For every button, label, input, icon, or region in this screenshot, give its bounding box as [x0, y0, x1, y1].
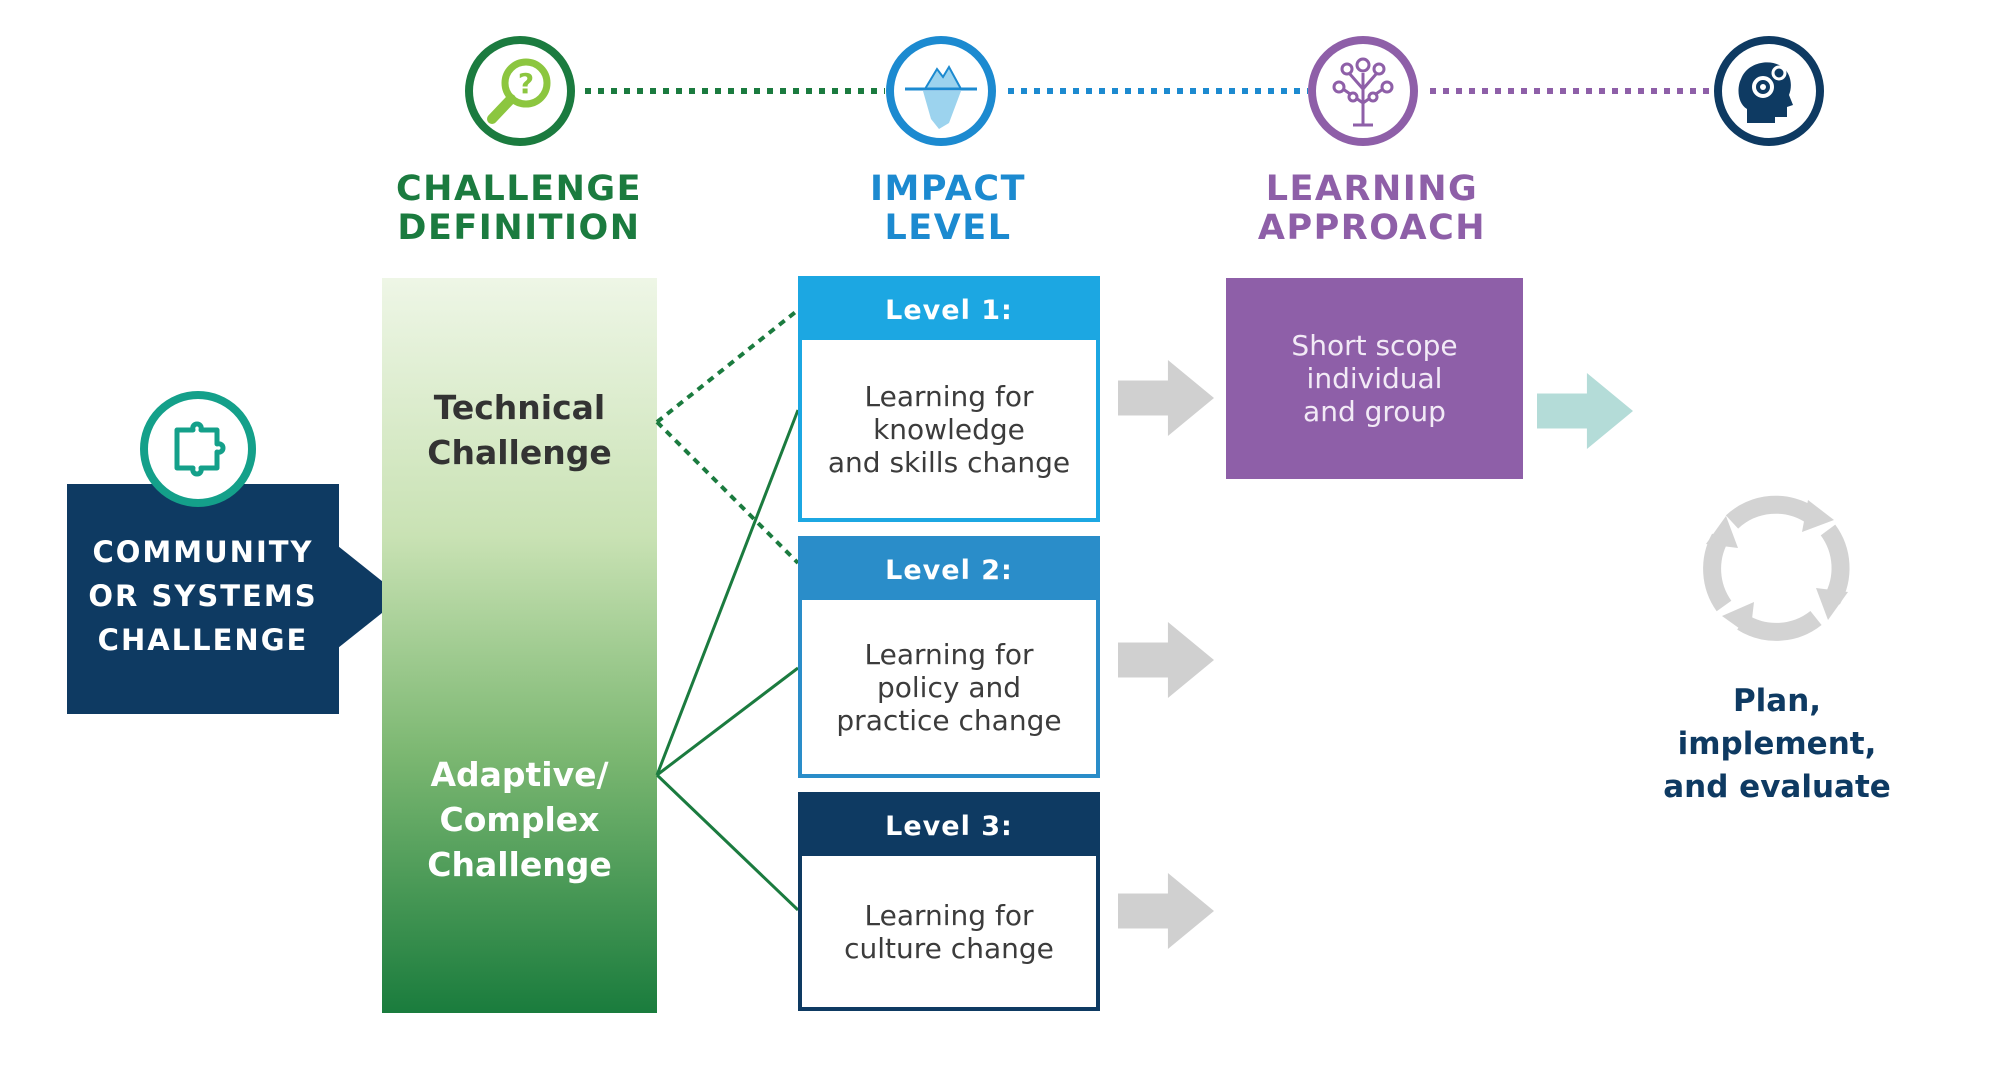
community-challenge-label: COMMUNITY OR SYSTEMS CHALLENGE — [88, 535, 318, 657]
challenge-gradient-column — [382, 278, 657, 1013]
adaptive-to-level2-line — [656, 666, 799, 777]
level-1-header: Level 1: — [802, 280, 1096, 340]
iceberg-icon — [905, 64, 977, 129]
level-2-header: Level 2: — [802, 540, 1096, 600]
challenge-stage-circle: ? — [465, 36, 575, 146]
adaptive-to-level3-line — [655, 773, 800, 912]
head-gears-icon — [1738, 62, 1793, 123]
stage-connectors — [585, 88, 1713, 94]
level-3-box: Level 3: Learning for culture change — [798, 792, 1100, 1011]
level-1-text: Learning for knowledge and skills change — [827, 379, 1071, 479]
impact-level-title: IMPACT LEVEL — [870, 169, 1026, 248]
adaptive-challenge-label: Adaptive/ Complex Challenge — [427, 755, 612, 884]
magnifier-question-icon: ? — [487, 58, 551, 124]
level-2-box: Level 2: Learning for policy and practic… — [798, 536, 1100, 778]
cycle-label: Plan, implement, and evaluate — [1663, 683, 1891, 805]
level-2-text: Learning for policy and practice change — [836, 637, 1062, 737]
adaptive-to-level1-line — [655, 409, 800, 776]
technical-to-level2-line — [655, 420, 800, 565]
impact-stage-circle — [886, 36, 996, 146]
learning-stage-circle — [1308, 36, 1418, 146]
technical-challenge-label: Technical Challenge — [427, 388, 612, 472]
puzzle-icon — [174, 421, 226, 477]
level-3-header: Level 3: — [802, 796, 1096, 856]
puzzle-icon-circle — [140, 391, 256, 507]
cycle-arrows-icon — [1703, 495, 1850, 641]
tree-network-icon — [1332, 57, 1394, 127]
learning-approach-title: LEARNING APPROACH — [1257, 169, 1487, 248]
execution-stage-circle — [1714, 36, 1824, 146]
learning-approach-text: Short scope individual and group — [1291, 329, 1458, 428]
challenge-definition-title: CHALLENGE DEFINITION — [395, 169, 642, 248]
svg-text:?: ? — [518, 67, 534, 100]
technical-to-level1-line — [655, 308, 800, 424]
community-challenge-box — [67, 484, 339, 714]
learning-approach-box: Short scope individual and group — [1226, 278, 1523, 479]
level-1-box: Level 1: Learning for knowledge and skil… — [798, 276, 1100, 522]
level-3-text: Learning for culture change — [844, 898, 1054, 965]
